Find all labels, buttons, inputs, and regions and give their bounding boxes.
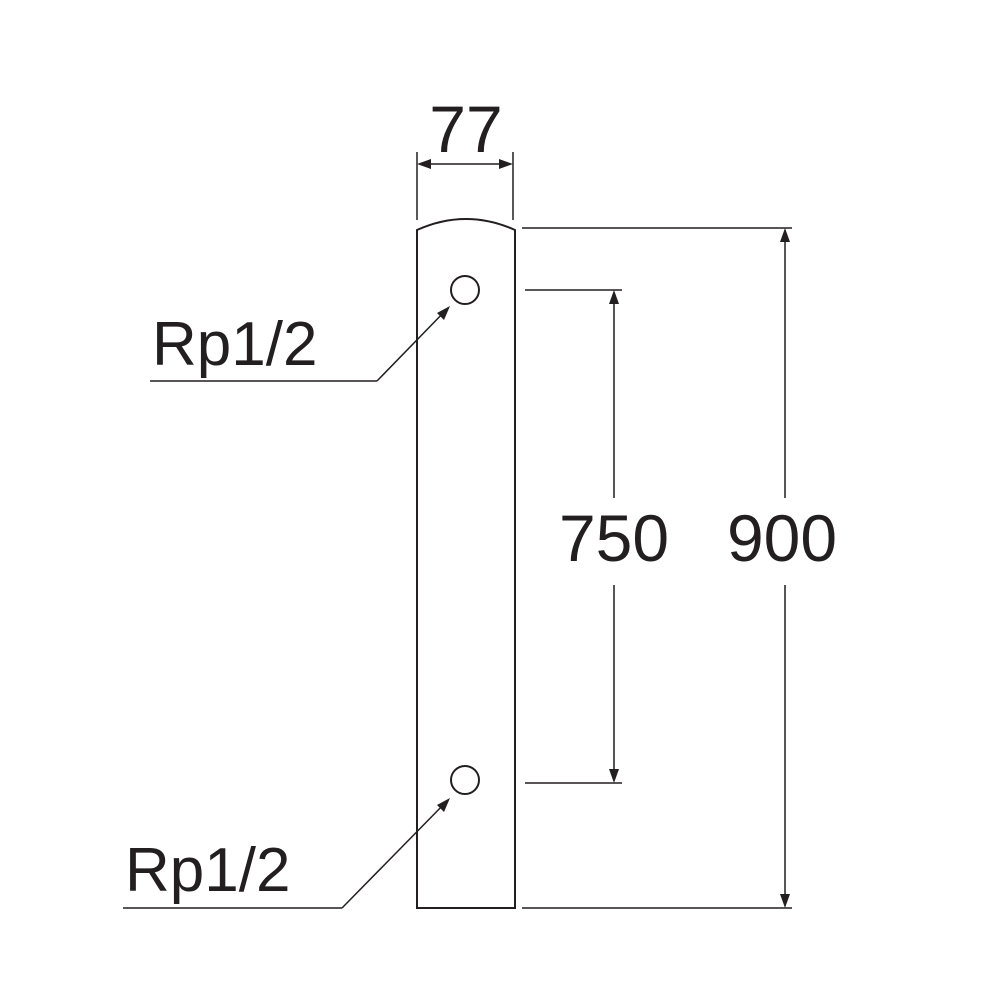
total-height-value: 900 (727, 501, 837, 575)
top-leader-arrow (437, 306, 450, 320)
top-hole-callout: Rp1/2 (150, 306, 450, 382)
hole-spacing-dimension: 750 (525, 289, 669, 784)
top-hole-label: Rp1/2 (152, 310, 317, 379)
bottom-hole-callout: Rp1/2 (123, 798, 450, 909)
width-dimension: 77 (416, 92, 514, 220)
top-hole (450, 275, 480, 305)
spacing-arrow-bottom (609, 769, 619, 783)
bottom-hole (450, 765, 480, 795)
width-arrow-left (417, 159, 431, 169)
width-value: 77 (429, 92, 502, 166)
bottom-hole-label: Rp1/2 (125, 836, 290, 905)
spacing-arrow-top (609, 290, 619, 304)
total-height-dimension: 900 (522, 227, 837, 909)
hole-spacing-value: 750 (559, 501, 669, 575)
height-arrow-bottom (780, 894, 790, 908)
panel-outline (416, 218, 516, 909)
bottom-leader-arrow (437, 798, 450, 812)
width-arrow-right (499, 159, 513, 169)
height-arrow-top (780, 228, 790, 242)
